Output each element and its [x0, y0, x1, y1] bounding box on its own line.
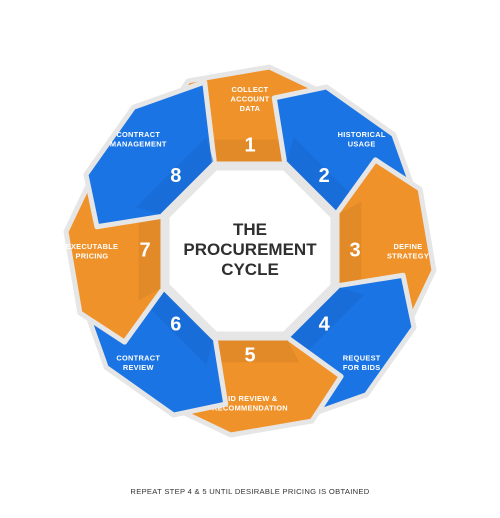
step-5-label: BID REVIEW &RECOMMENDATION: [212, 394, 288, 413]
step-2-number: 2: [319, 165, 330, 187]
footnote: REPEAT STEP 4 & 5 UNTIL DESIRABLE PRICIN…: [130, 487, 370, 496]
step-4-band: [285, 286, 364, 365]
step-7-band: [138, 201, 166, 301]
center-octagon-shape: [160, 161, 340, 341]
step-5-number: 5: [244, 344, 255, 366]
step-8-band: [136, 137, 215, 216]
step-4-number: 4: [319, 313, 331, 335]
step-2-band: [285, 137, 364, 216]
step-6-number: 6: [170, 313, 181, 335]
step-1-band: [200, 139, 300, 167]
step-8-number: 8: [170, 165, 181, 187]
step-1-number: 1: [244, 134, 255, 156]
step-3-number: 3: [349, 239, 360, 261]
step-5-band: [200, 335, 300, 363]
step-7-number: 7: [139, 239, 150, 261]
step-6-band: [136, 286, 215, 365]
step-3-band: [334, 201, 362, 301]
